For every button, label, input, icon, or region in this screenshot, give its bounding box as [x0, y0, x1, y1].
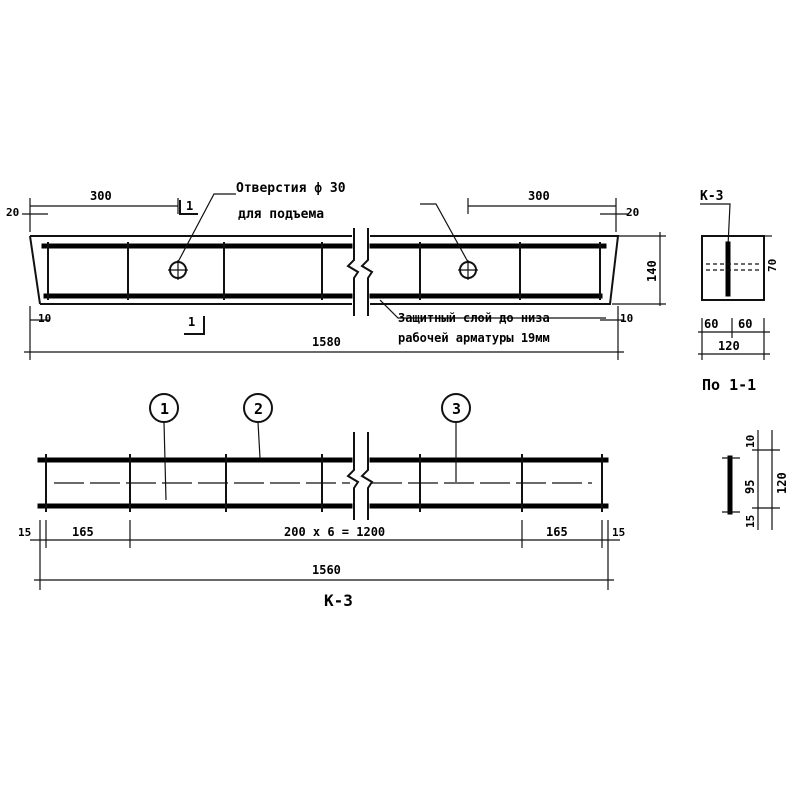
dim-20-right: 20	[626, 206, 639, 219]
dim-60-right: 60	[738, 317, 752, 331]
stirrups	[47, 242, 601, 300]
position-1: 1	[160, 400, 169, 418]
side-dim-95: 95	[743, 480, 757, 494]
dim-140: 140	[645, 260, 659, 282]
dim-20-left: 20	[6, 206, 19, 219]
section-mark-top: 1	[186, 199, 193, 213]
cover-note-line2: рабочей арматуры 19мм	[398, 331, 550, 345]
dim-300-left: 300	[90, 189, 112, 203]
dim-120: 120	[718, 339, 740, 353]
break-line	[346, 228, 360, 316]
cage-stirrups	[45, 454, 603, 512]
dim-300-right: 300	[528, 189, 550, 203]
dim-15-right: 15	[612, 526, 625, 539]
dim-15-left: 15	[18, 526, 31, 539]
side-dim-120: 120	[775, 472, 789, 494]
dim-165-right: 165	[546, 525, 568, 539]
leader-hole-right	[420, 203, 469, 263]
beam-elevation: Отверстия ф 30 для подъема 300 1 300 20 …	[6, 181, 666, 360]
holes-note-line2: для подъема	[238, 207, 324, 222]
position-2: 2	[254, 400, 263, 418]
section-cage-mark: К-3	[700, 189, 723, 204]
section-1-1: К-3 70 60 60 120 По 1-1	[698, 189, 779, 394]
cage-k3: 1 2 3 15 165 200 x 6 = 1200 165 15 1560 …	[18, 393, 625, 610]
holes-note-line1: Отверстия ф 30	[236, 181, 346, 196]
side-dim-10: 10	[744, 435, 757, 448]
dim-165-left: 165	[72, 525, 94, 539]
dim-spacing: 200 x 6 = 1200	[284, 525, 385, 539]
section-mark-leader	[700, 203, 731, 247]
side-dim-15: 15	[744, 515, 757, 528]
section-mark-top-line	[179, 200, 198, 215]
section-mark-bottom-line	[184, 316, 205, 335]
dim-10-right: 10	[620, 312, 633, 325]
cage-title: К-3	[324, 591, 353, 610]
break-line	[346, 432, 360, 520]
dim-1560: 1560	[312, 563, 341, 577]
position-3: 3	[452, 400, 461, 418]
break-line	[360, 432, 374, 520]
beam-left-edge	[29, 235, 41, 305]
section-mark-bottom: 1	[188, 315, 195, 329]
section-title: По 1-1	[702, 376, 756, 394]
dim-60-left: 60	[704, 317, 718, 331]
break-line	[360, 228, 374, 316]
dim-10-left: 10	[38, 312, 51, 325]
section-outline	[701, 235, 765, 301]
dim-70: 70	[766, 259, 779, 272]
cover-note-line1: Защитный слой до низа	[398, 311, 550, 325]
side-detail: 10 95 120 15	[722, 430, 789, 530]
leader-hole-left	[177, 193, 236, 263]
leader-cover	[379, 299, 606, 319]
dim-1580: 1580	[312, 335, 341, 349]
